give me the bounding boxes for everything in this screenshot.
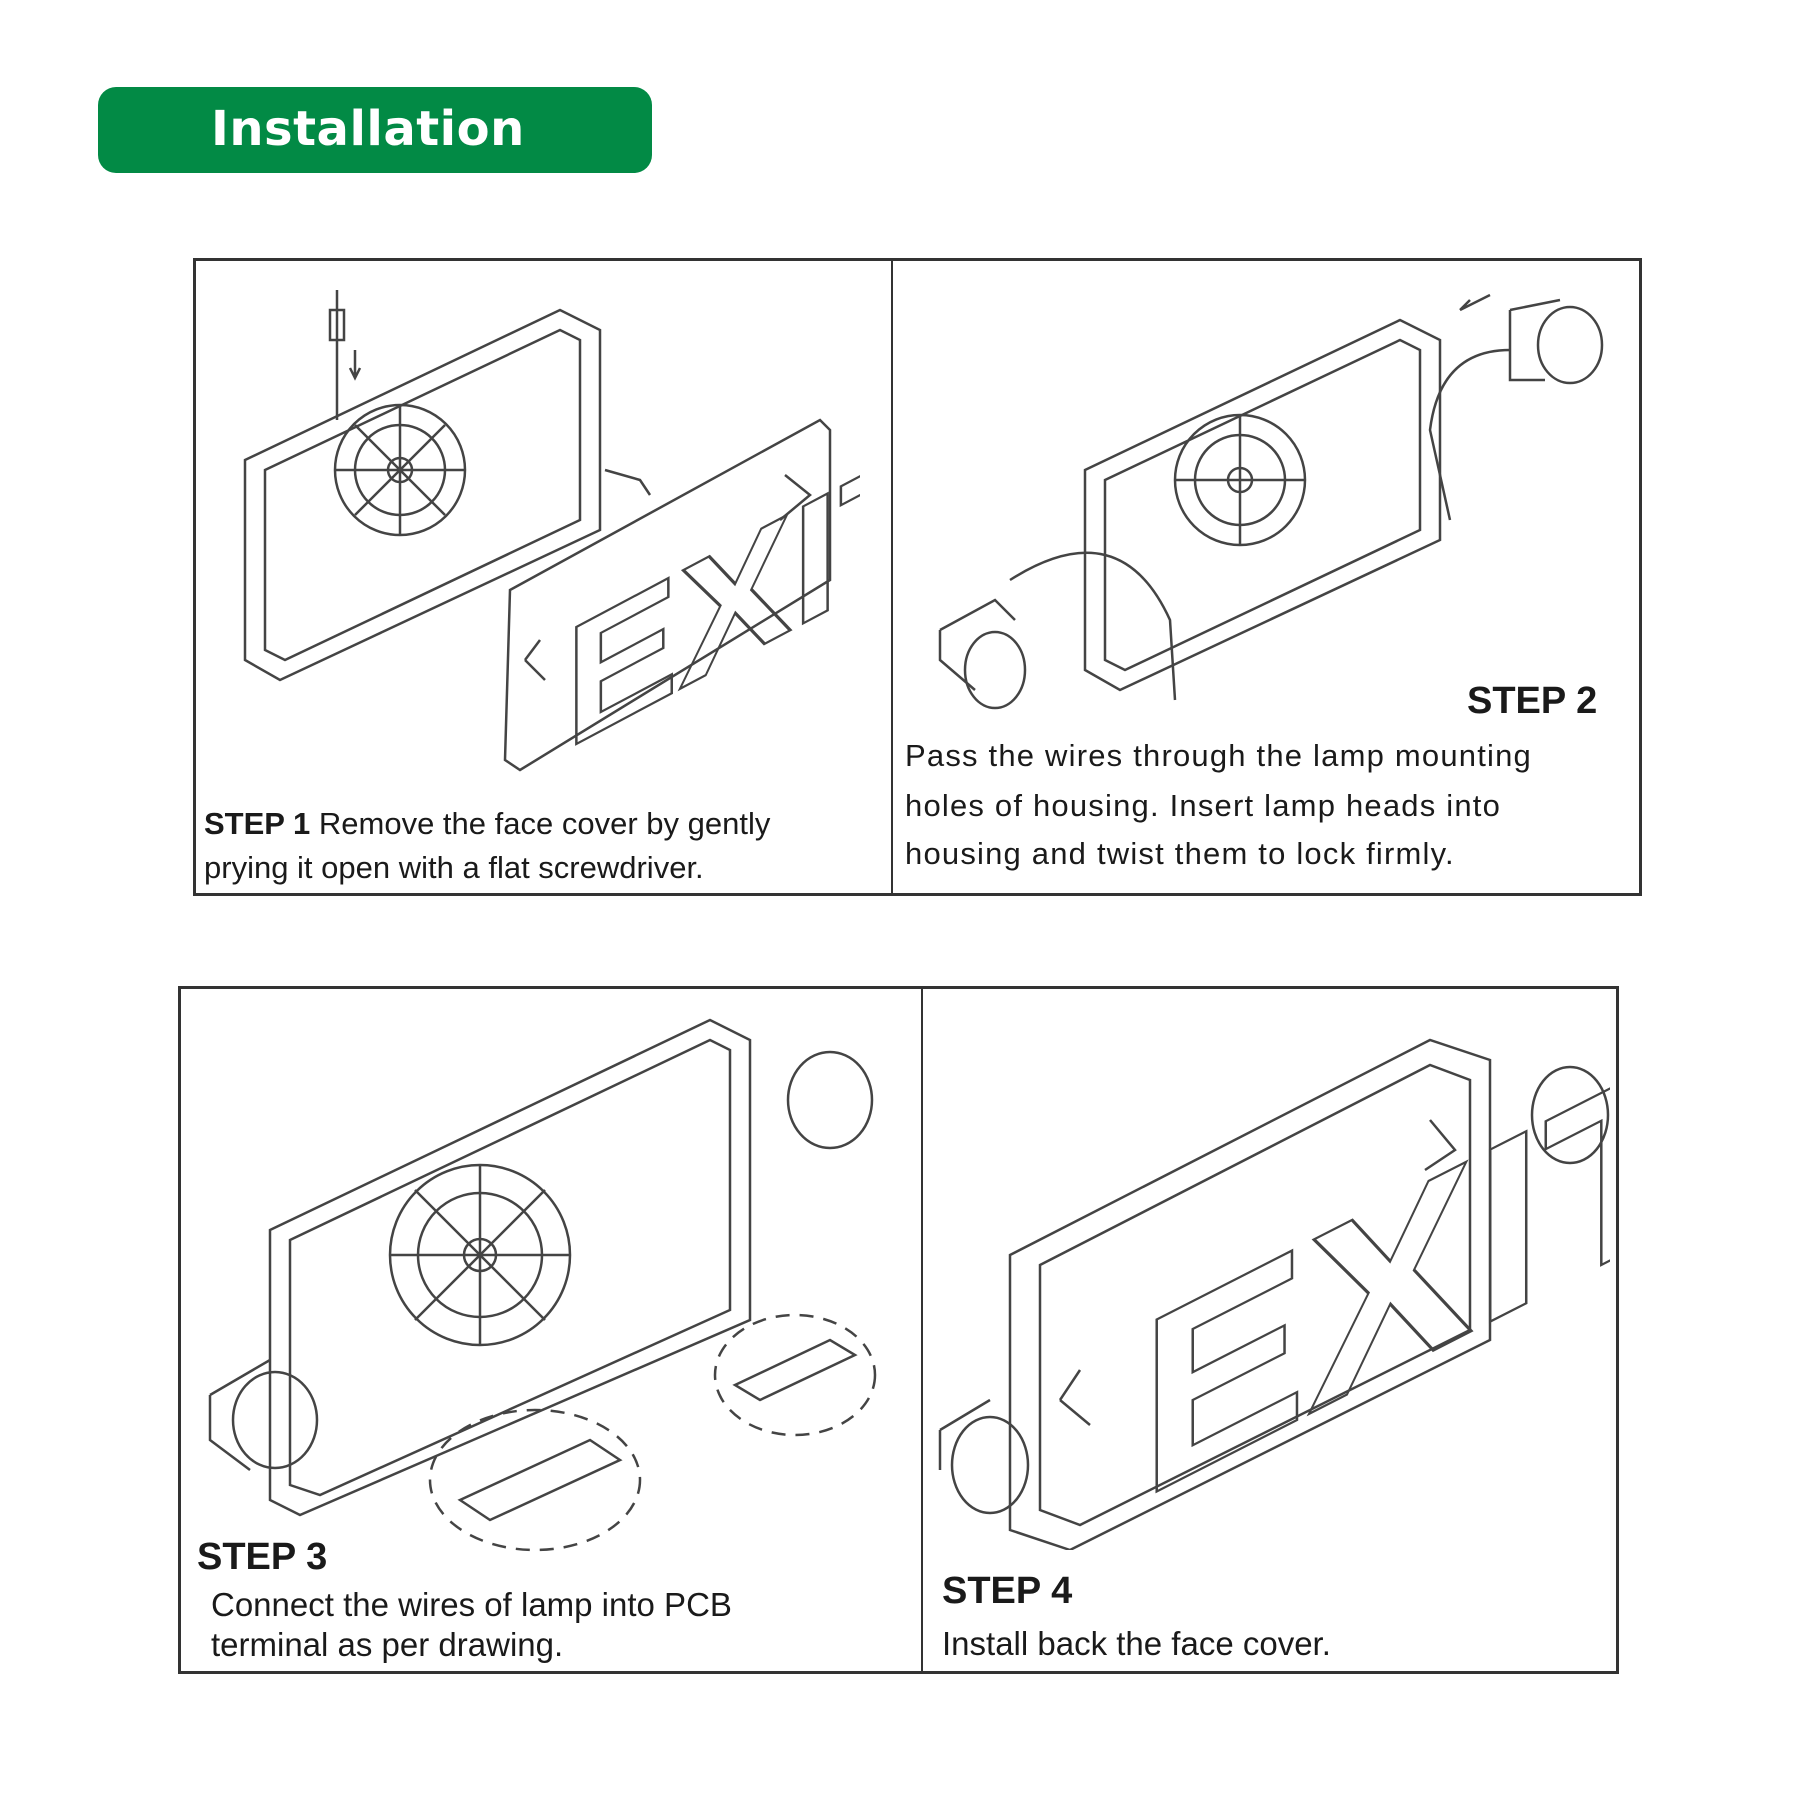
screwdriver-drawing (328, 290, 362, 420)
lamp-head-drawing (938, 1065, 1610, 1515)
step2-line1: Pass the wires through the lamp mounting (905, 738, 1532, 773)
step4-line1: Install back the face cover. (942, 1625, 1331, 1662)
lamp-head-right-drawing (1428, 298, 1604, 521)
step4-illustration: EXIT (938, 1010, 1610, 1550)
assembled-exit-sign-drawing: EXIT (1008, 1010, 1610, 1550)
divider (891, 258, 893, 896)
pcb-detail-drawing (428, 1313, 877, 1552)
step1-text: Remove the face cover by gently (318, 806, 771, 841)
step1-line1: STEP 1 Remove the face cover by gently (204, 808, 770, 839)
arrow-icon (1459, 293, 1491, 312)
lamp-head-left-drawing (938, 551, 1177, 710)
step1-line2: prying it open with a flat screwdriver. (204, 850, 704, 885)
lamp-head-drawing (208, 1050, 874, 1471)
face-cover-drawing: EXIT (503, 395, 860, 788)
step3-line2: terminal as per drawing. (211, 1626, 564, 1663)
exit-sign-lettering: EXIT (565, 397, 860, 787)
steps-panel-bottom (178, 986, 1619, 1674)
exit-sign-lettering: EXIT (1140, 1010, 1610, 1550)
step1-label: STEP 1 (204, 806, 311, 841)
step4-label: STEP 4 (942, 1570, 1073, 1612)
step2-line2: holes of housing. Insert lamp heads into (905, 788, 1502, 823)
housing-drawing (268, 1018, 752, 1517)
housing-drawing (1083, 318, 1442, 692)
housing-drawing (243, 308, 602, 682)
step2-label: STEP 2 (1467, 680, 1598, 722)
step1-illustration: EXIT (243, 290, 860, 788)
step2-line3: housing and twist them to lock firmly. (905, 836, 1455, 871)
step2-illustration (938, 293, 1604, 710)
step3-illustration (208, 1018, 877, 1552)
section-title: Installation (211, 101, 525, 157)
step3-line1: Connect the wires of lamp into PCB (211, 1586, 732, 1623)
steps-panel-top (193, 258, 1642, 896)
step3-label: STEP 3 (197, 1536, 328, 1578)
divider (921, 986, 923, 1674)
section-title-badge: Installation (98, 87, 652, 173)
